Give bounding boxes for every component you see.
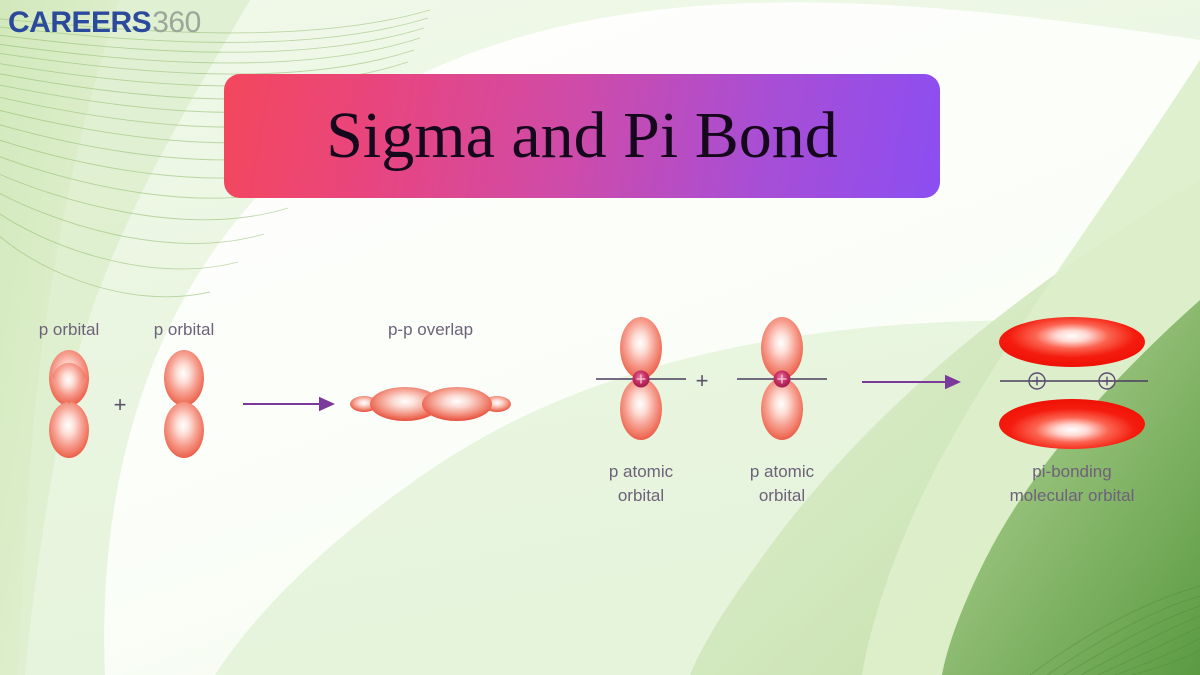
p-atomic-orbital-left [596,317,686,440]
pi-bonding-molecular-orbital [999,317,1148,449]
title-banner: Sigma and Pi Bond [224,74,940,198]
page-title: Sigma and Pi Bond [326,99,838,172]
label-pi-bonding-line1: pi-bonding [1032,462,1112,481]
label-p-atomic-orbital-right-line1: p atomic [749,462,815,481]
logo-careers-text: CAREERS [8,6,152,39]
label-p-orbital-right: p orbital [153,320,215,339]
plus-symbol-1: + [114,392,127,417]
p-orbital-left [49,350,89,458]
label-pi-bonding-line2: molecular orbital [1009,486,1135,505]
label-p-orbital-left: p orbital [38,320,100,339]
logo-360-text: 360 [152,6,201,39]
plus-symbol-2: + [696,368,709,393]
label-pp-overlap: p-p overlap [387,320,474,339]
careers360-logo[interactable]: CAREERS 360 [8,6,201,40]
label-p-atomic-orbital-right-line2: orbital [758,486,806,505]
label-p-atomic-orbital-left-line2: orbital [617,486,665,505]
label-p-atomic-orbital-left-line1: p atomic [608,462,674,481]
p-atomic-orbital-right [737,317,827,440]
p-orbital-right [164,350,204,458]
pp-overlap-result [350,387,511,421]
